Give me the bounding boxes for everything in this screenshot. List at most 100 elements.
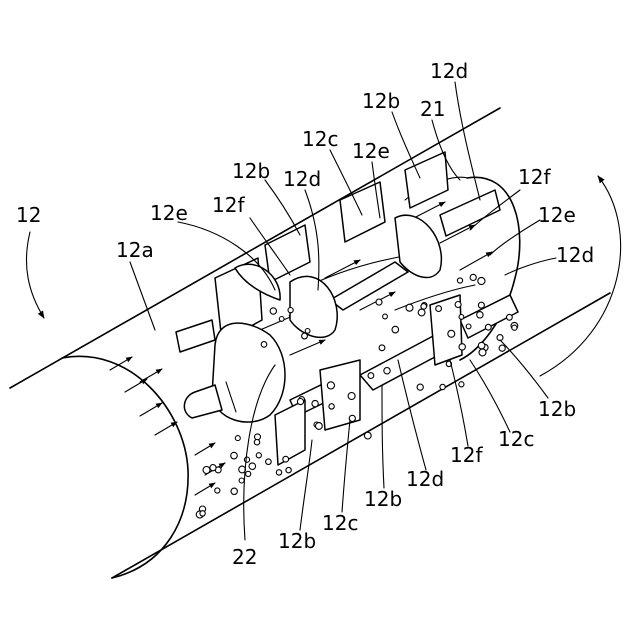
particle: [459, 344, 465, 350]
particle: [368, 373, 374, 379]
particle: [266, 459, 272, 465]
particle: [478, 277, 485, 284]
particle: [479, 349, 486, 356]
particle: [421, 304, 427, 310]
particle: [499, 345, 505, 351]
blade-plate: [275, 400, 305, 465]
particle: [288, 308, 293, 313]
particle: [376, 299, 382, 305]
blade-plate: [265, 225, 310, 282]
particle: [302, 333, 308, 339]
particle: [383, 314, 388, 319]
label-12e-right: 12e: [538, 203, 576, 227]
label-12d-right: 12d: [556, 243, 594, 267]
particle: [246, 471, 251, 476]
particle: [478, 302, 484, 308]
rotor-hub: [212, 323, 285, 422]
particle: [231, 488, 237, 494]
blade-plate: [176, 320, 215, 352]
label-12b-bottom-left: 12b: [278, 529, 316, 553]
particle: [270, 308, 276, 314]
particle: [459, 382, 464, 387]
particle: [283, 456, 289, 462]
particle: [316, 423, 323, 430]
particle: [379, 345, 385, 351]
particle: [305, 329, 310, 334]
label-12d-left: 12d: [283, 167, 321, 191]
particle: [231, 452, 238, 459]
label-12f-left: 12f: [212, 193, 245, 217]
particle: [477, 312, 483, 318]
particle: [239, 478, 244, 483]
particle: [507, 314, 513, 320]
particle: [203, 467, 210, 474]
particle: [297, 399, 303, 405]
label-22: 22: [232, 545, 257, 569]
rotor-nose-cone: [184, 385, 222, 418]
leader-12e-right: [490, 220, 540, 255]
curved-blade: [290, 276, 337, 337]
leader-12b-bottom: [382, 385, 384, 488]
leader-12a: [130, 262, 155, 330]
label-12b-right: 12b: [538, 397, 576, 421]
label-21: 21: [420, 97, 445, 121]
leader-12f-bottom: [450, 360, 468, 446]
particle: [455, 302, 461, 308]
particle: [478, 342, 485, 349]
particle: [276, 470, 281, 475]
drum-rotation-arrow-left: [26, 232, 44, 318]
leader-12b-right: [500, 340, 548, 398]
blade-plate: [340, 182, 385, 242]
label-12a: 12a: [116, 238, 154, 262]
label-12d-bottom: 12d: [406, 467, 444, 491]
label-12e-top: 12e: [352, 139, 390, 163]
label-12b-left: 12b: [232, 159, 270, 183]
particle: [436, 306, 442, 312]
label-12f-bottom: 12f: [450, 443, 483, 467]
particle: [406, 304, 413, 311]
label-12d-top: 12d: [430, 59, 468, 83]
particle: [392, 326, 399, 333]
particle: [312, 400, 318, 406]
particle: [348, 393, 355, 400]
particle: [440, 384, 445, 389]
label-12c-top: 12c: [302, 127, 338, 151]
label-12c-bottom: 12c: [322, 511, 358, 535]
particle: [470, 274, 476, 280]
particle: [279, 317, 284, 322]
leader-12d-right: [505, 258, 556, 275]
particle: [249, 463, 256, 470]
particle: [466, 324, 471, 329]
particle: [256, 453, 261, 458]
particle: [448, 330, 455, 337]
particle: [329, 404, 334, 409]
particle: [364, 432, 371, 439]
blade-plate: [440, 190, 500, 236]
particle: [235, 436, 240, 441]
particle: [512, 325, 517, 330]
label-12b-top: 12b: [362, 89, 400, 113]
label-12: 12: [16, 203, 41, 227]
particle: [215, 488, 220, 493]
particle: [457, 278, 462, 283]
label-12e-left: 12e: [150, 201, 188, 225]
particle: [384, 368, 390, 374]
leader-12d-bottom: [398, 360, 426, 470]
particle: [254, 440, 259, 445]
label-12b-bottom: 12b: [364, 487, 402, 511]
particle: [244, 457, 249, 462]
particle: [485, 324, 491, 330]
leader-12d-top: [455, 82, 480, 200]
particle: [210, 465, 216, 471]
particle: [261, 342, 267, 348]
particle: [459, 315, 464, 320]
particle: [286, 467, 291, 472]
particle: [418, 309, 425, 316]
particle: [327, 382, 334, 389]
leader-12c-right: [470, 360, 510, 432]
leader-12b-bottom-left: [300, 440, 312, 530]
particle: [200, 511, 205, 516]
particle: [417, 384, 423, 390]
